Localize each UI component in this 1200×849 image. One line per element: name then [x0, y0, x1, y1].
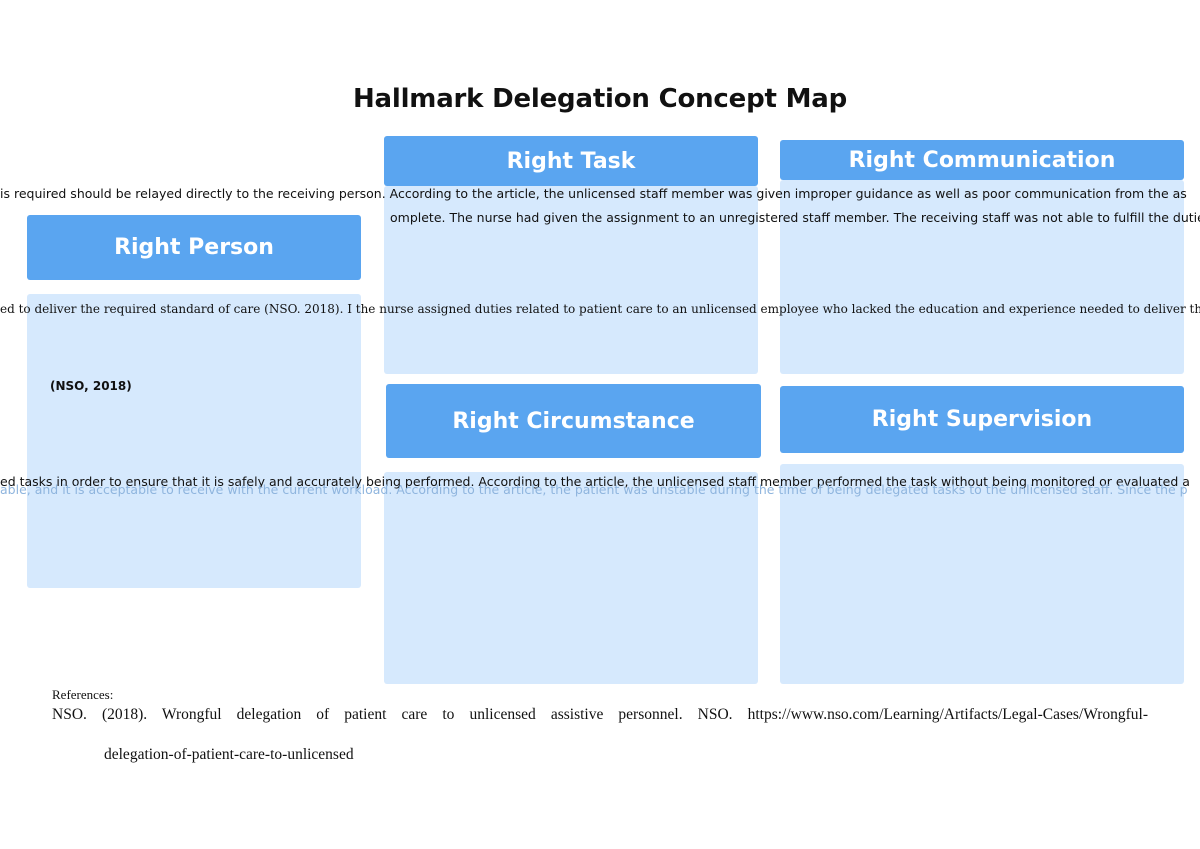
right-supervision-body [780, 464, 1184, 684]
communication-text-line-2: omplete. The nurse had given the assignm… [390, 211, 1200, 225]
supervision-text-line: ed tasks in order to ensure that it is s… [0, 475, 1190, 489]
reference-line-1: NSO. (2018). Wrongful delegation of pati… [52, 706, 1148, 723]
citation-small: (NSO, 2018) [50, 379, 132, 393]
right-person-body [27, 294, 361, 588]
right-communication-body [780, 180, 1184, 374]
circumstance-text-line: able, and it is acceptable to receive wi… [0, 483, 1188, 497]
right-supervision-header: Right Supervision [780, 386, 1184, 453]
communication-text-line-1: is required should be relayed directly t… [0, 187, 1187, 201]
right-communication-header: Right Communication [780, 140, 1184, 180]
right-circumstance-body [384, 472, 758, 684]
reference-line-2: delegation-of-patient-care-to-unlicensed [104, 746, 354, 763]
references-label: References: [52, 687, 114, 702]
page-title: Hallmark Delegation Concept Map [352, 84, 848, 114]
right-person-header: Right Person [27, 215, 361, 280]
person-text-line: ed to deliver the required standard of c… [0, 302, 1200, 316]
right-task-header: Right Task [384, 136, 758, 186]
right-task-body [384, 186, 758, 374]
right-circumstance-header: Right Circumstance [386, 384, 761, 458]
